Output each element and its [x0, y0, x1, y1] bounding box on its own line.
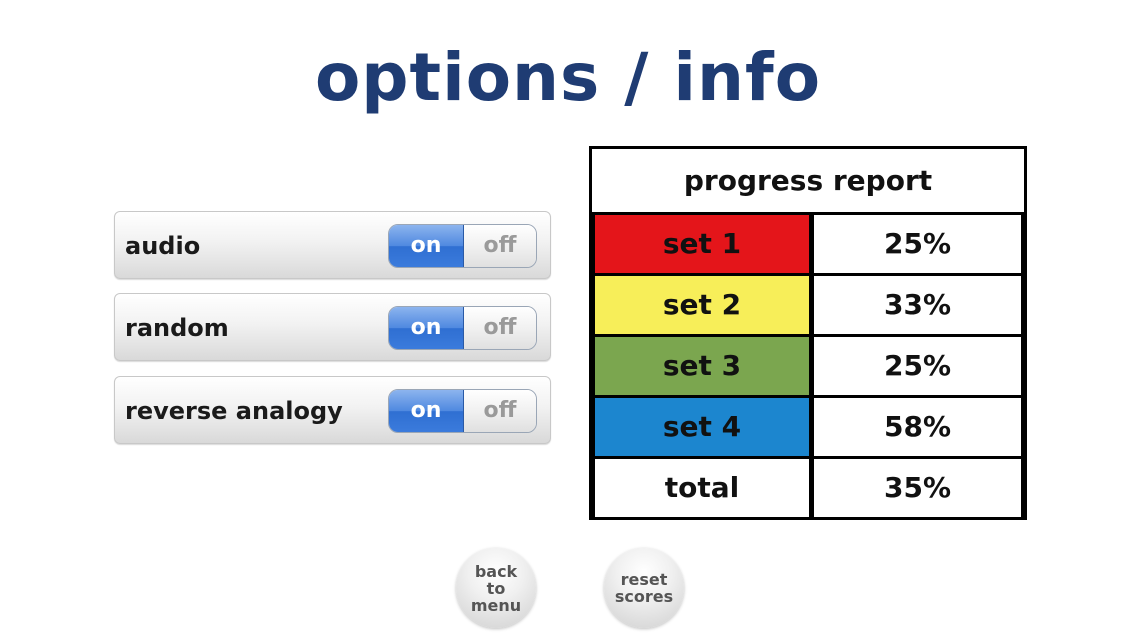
progress-value: 35%	[814, 459, 1021, 517]
progress-label: set 2	[595, 276, 809, 334]
audio-toggle[interactable]: on off	[388, 224, 537, 268]
page-title: options / info	[314, 39, 822, 116]
progress-report-table: progress report set 1 25% set 2 33% set …	[589, 146, 1027, 520]
progress-report-header: progress report	[592, 149, 1024, 212]
progress-label: set 1	[595, 215, 809, 273]
progress-row-set-1: set 1 25%	[592, 215, 1024, 273]
progress-row-set-3: set 3 25%	[592, 337, 1024, 395]
progress-value: 33%	[814, 276, 1021, 334]
progress-value: 58%	[814, 398, 1021, 456]
back-to-menu-button[interactable]: back to menu	[456, 548, 536, 628]
audio-toggle-on[interactable]: on	[389, 225, 464, 267]
progress-row-set-2: set 2 33%	[592, 276, 1024, 334]
progress-value: 25%	[814, 337, 1021, 395]
progress-label: set 3	[595, 337, 809, 395]
progress-row-total: total 35%	[592, 459, 1024, 517]
progress-value: 25%	[814, 215, 1021, 273]
option-label-reverse-analogy: reverse analogy	[125, 397, 343, 425]
random-toggle[interactable]: on off	[388, 306, 537, 350]
option-row-reverse-analogy: reverse analogy on off	[114, 376, 551, 444]
progress-row-set-4: set 4 58%	[592, 398, 1024, 456]
option-row-random: random on off	[114, 293, 551, 361]
progress-label: total	[595, 459, 809, 517]
reset-scores-button[interactable]: reset scores	[604, 548, 684, 628]
option-label-audio: audio	[125, 232, 201, 260]
reverse-analogy-toggle[interactable]: on off	[388, 389, 537, 433]
random-toggle-off[interactable]: off	[464, 307, 536, 349]
reverse-analogy-toggle-off[interactable]: off	[464, 390, 536, 432]
option-row-audio: audio on off	[114, 211, 551, 279]
back-to-menu-label: back to menu	[470, 561, 522, 615]
audio-toggle-off[interactable]: off	[464, 225, 536, 267]
option-label-random: random	[125, 314, 229, 342]
reset-scores-label: reset scores	[614, 570, 674, 606]
random-toggle-on[interactable]: on	[389, 307, 464, 349]
reverse-analogy-toggle-on[interactable]: on	[389, 390, 464, 432]
progress-label: set 4	[595, 398, 809, 456]
